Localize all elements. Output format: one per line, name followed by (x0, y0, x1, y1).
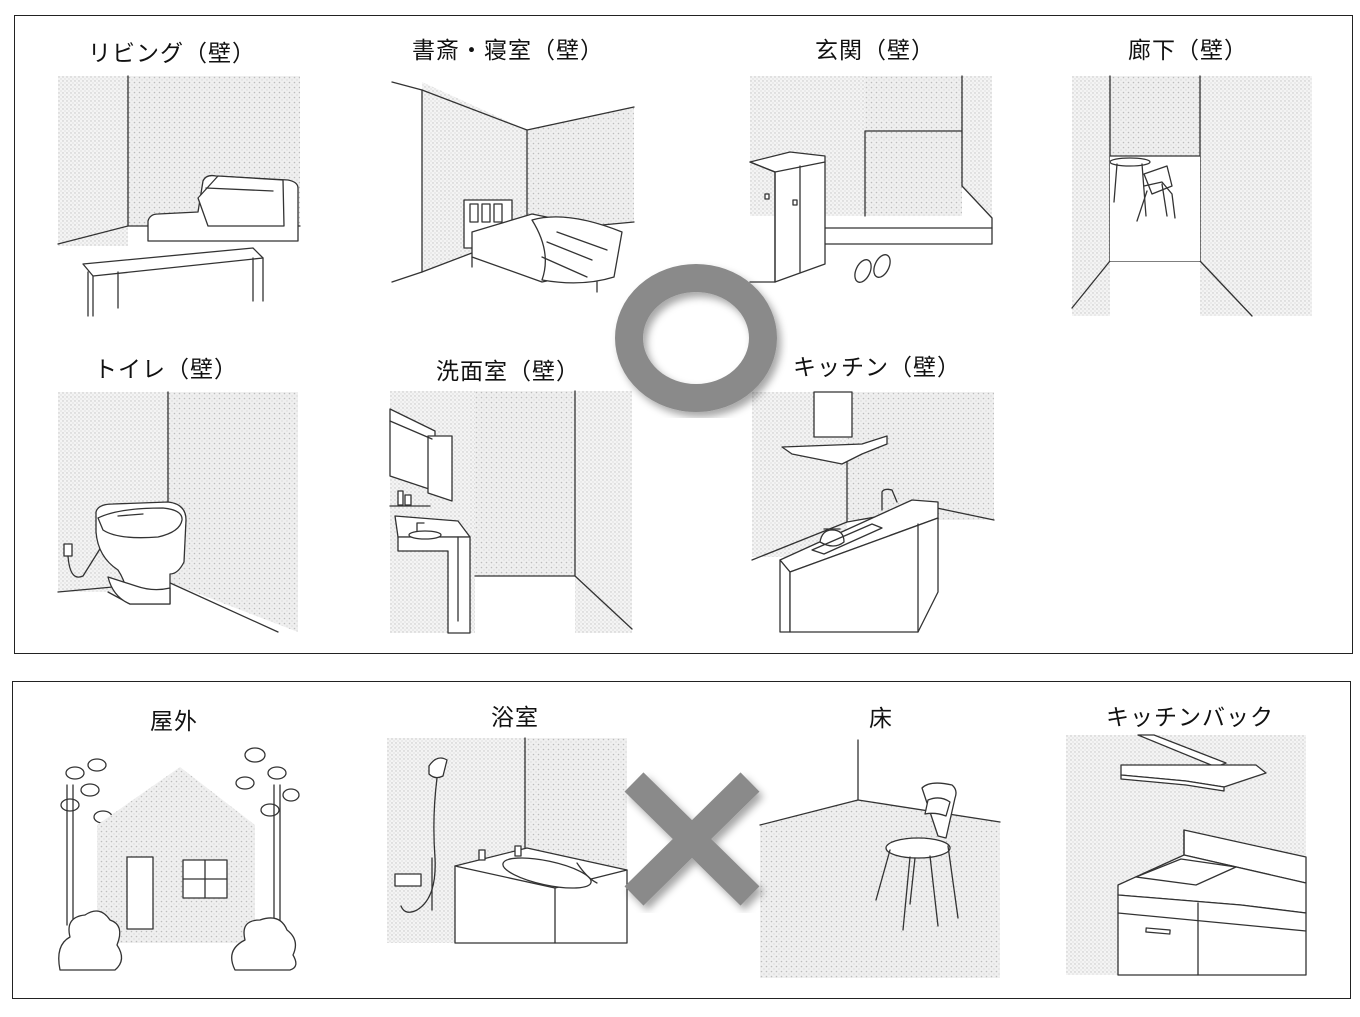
label-corridor: 廊下（壁） (1128, 38, 1248, 64)
bedroom-illustration (391, 81, 635, 293)
label-washroom: 洗面室（壁） (436, 359, 580, 385)
label-toilet: トイレ（壁） (94, 357, 238, 383)
label-entrance: 玄関（壁） (815, 38, 935, 64)
kitchen-back-illustration (1066, 734, 1307, 976)
outdoor-house-illustration (58, 747, 300, 971)
entrance-illustration (749, 75, 993, 283)
label-floor: 床 (869, 706, 893, 732)
label-bathroom: 浴室 (491, 705, 539, 731)
living-room-illustration (57, 75, 301, 317)
bathroom-illustration (387, 737, 628, 944)
label-outdoor: 屋外 (150, 709, 198, 735)
washroom-illustration (389, 390, 633, 634)
kitchen-illustration (751, 391, 995, 633)
label-study-bedroom: 書斎・寝室（壁） (412, 38, 604, 64)
ng-cross-mark (624, 772, 760, 906)
label-kitchen-back: キッチンバック (1106, 705, 1274, 731)
label-living: リビング（壁） (88, 41, 256, 67)
toilet-illustration (57, 391, 298, 633)
corridor-illustration (1071, 75, 1312, 317)
label-kitchen: キッチン（壁） (793, 355, 961, 381)
ok-circle-mark (615, 264, 777, 412)
floor-illustration (759, 739, 1001, 978)
